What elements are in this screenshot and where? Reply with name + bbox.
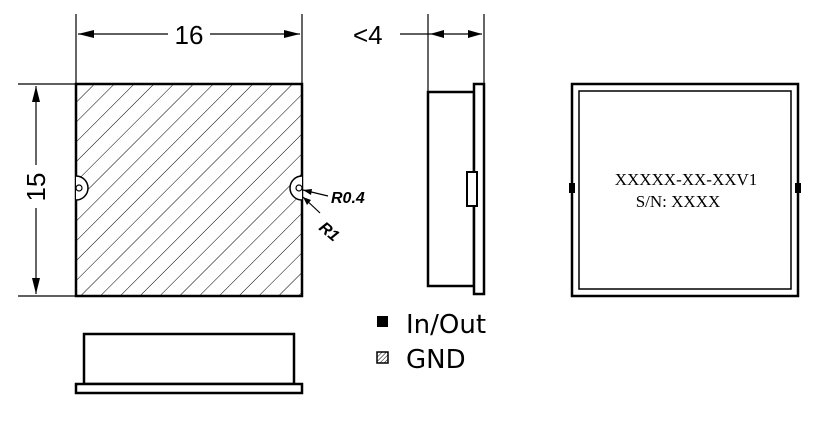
bottom-view-body — [82, 332, 296, 386]
pad-radius-note: R0.4 — [331, 190, 365, 207]
slot-radius-note: R1 — [315, 219, 342, 245]
thickness-dimension — [400, 14, 485, 92]
thickness-dimension-label: <4 — [353, 20, 383, 50]
serial-number-text: S/N: XXXX — [636, 192, 721, 211]
front-view — [74, 82, 304, 298]
in-out-legend-label: In/Out — [406, 310, 486, 340]
gnd-legend-swatch — [376, 351, 389, 364]
part-number-text: XXXXX-XX-XXV1 — [615, 170, 758, 189]
label-view — [569, 82, 801, 298]
height-dimension-label: 15 — [21, 173, 51, 202]
in-out-legend-swatch — [377, 316, 388, 327]
side-view-body — [426, 90, 476, 288]
side-view-pin — [466, 171, 478, 207]
label-view-inner-border — [578, 90, 792, 290]
width-dimension-label: 16 — [175, 20, 204, 50]
bottom-side-view — [74, 332, 304, 395]
height-dimension — [18, 83, 76, 297]
side-view — [426, 82, 486, 296]
gnd-legend-label: GND — [406, 345, 466, 375]
bottom-view-base — [74, 382, 304, 395]
radius-leaders — [302, 189, 329, 214]
legend: In/Out GND — [376, 310, 486, 375]
width-dimension — [75, 14, 303, 84]
front-view-body — [74, 82, 304, 298]
